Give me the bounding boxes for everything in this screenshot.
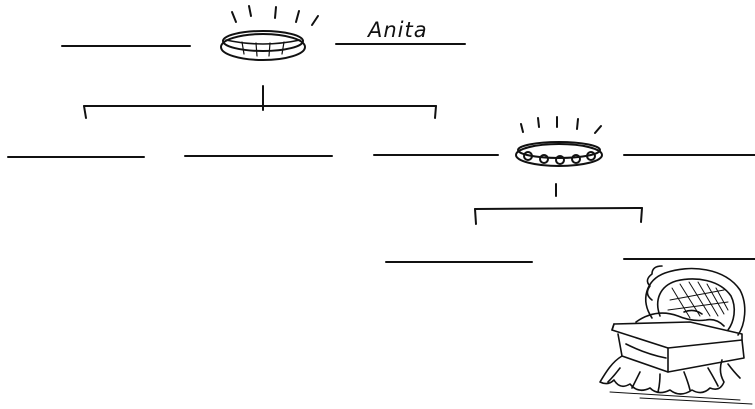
name-label-anita: Anita	[368, 18, 428, 42]
wedding-ring-icon	[220, 5, 319, 61]
bassinet-icon	[599, 265, 753, 405]
children-bracket-gen1	[83, 85, 437, 119]
children-bracket-gen2	[474, 183, 643, 225]
engagement-ring-icon	[515, 116, 603, 167]
